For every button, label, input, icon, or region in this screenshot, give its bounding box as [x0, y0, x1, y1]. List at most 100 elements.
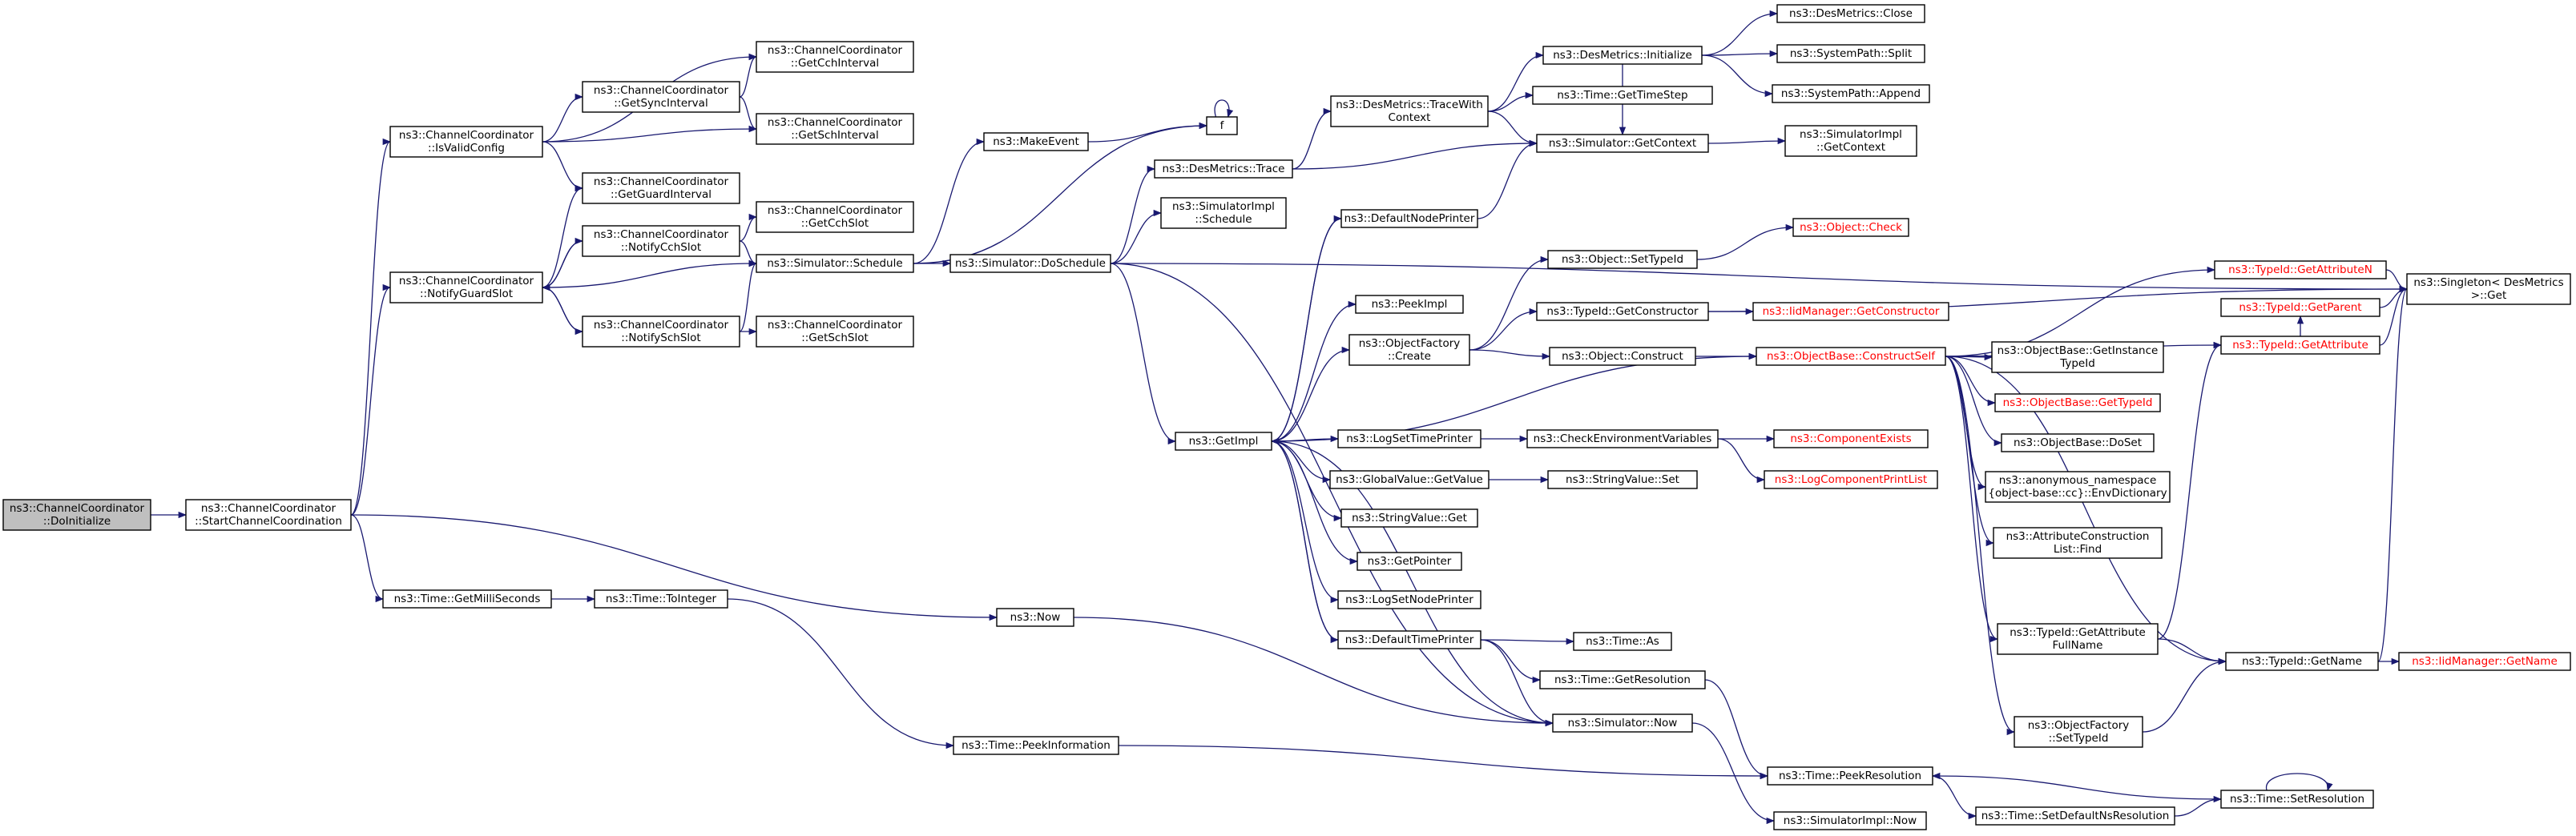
edge-n3-to-n9	[542, 141, 584, 192]
node-ns3-typeid-getparent[interactable]: ns3::TypeId::GetParent	[2220, 298, 2380, 317]
node-ns3-systempath-append[interactable]: ns3::SystemPath::Append	[1772, 84, 1930, 103]
edge-n51-to-n66	[1945, 356, 2227, 665]
node-ns3-simulatorimpl-schedule[interactable]: ns3::SimulatorImpl::Schedule	[1160, 197, 1287, 229]
node-ns3-stringvalue-get[interactable]: ns3::StringValue::Get	[1340, 508, 1478, 528]
node-ns3-channelcoordinator-notifycchslot[interactable]: ns3::ChannelCoordinator::NotifyCchSlot	[582, 225, 740, 257]
node-box	[1337, 590, 1482, 609]
node-ns3-object-settypeid[interactable]: ns3::Object::SetTypeId	[1547, 250, 1698, 269]
node-ns3-globalvalue-getvalue[interactable]: ns3::GlobalValue::GetValue	[1329, 470, 1490, 489]
node-ns3-channelcoordinator-getsyncinterval[interactable]: ns3::ChannelCoordinator::GetSyncInterval	[582, 81, 740, 113]
edge-n25-to-n36	[1477, 139, 1538, 219]
node-ns3-logsetnodeprinter[interactable]: ns3::LogSetNodePrinter	[1337, 590, 1482, 609]
node-label-line: ns3::ChannelCoordinator	[768, 116, 903, 129]
node-ns3-typeid-getattribute[interactable]: ns3::TypeId::GetAttribute	[2220, 336, 2380, 355]
node-ns3-objectbase-doset[interactable]: ns3::ObjectBase::DoSet	[2001, 433, 2155, 452]
node-ns3-stringvalue-set[interactable]: ns3::StringValue::Set	[1547, 470, 1698, 489]
node-label-line: ns3::AttributeConstruction	[2006, 530, 2150, 543]
node-label-line: ::NotifySchSlot	[621, 332, 700, 344]
node-ns3-desmetrics-trace[interactable]: ns3::DesMetrics::Trace	[1154, 159, 1293, 179]
node-box	[1547, 250, 1698, 269]
node-ns3-typeid-getconstructor[interactable]: ns3::TypeId::GetConstructor	[1536, 302, 1709, 321]
node-ns3-time-peekinformation[interactable]: ns3::Time::PeekInformation	[953, 736, 1119, 755]
node-ns3-objectfactory-settypeid[interactable]: ns3::ObjectFactory::SetTypeId	[2014, 716, 2143, 748]
node-ns3-channelcoordinator-getcchinterval[interactable]: ns3::ChannelCoordinator::GetCchInterval	[756, 41, 914, 73]
node-ns3-typeid-getname[interactable]: ns3::TypeId::GetName	[2225, 652, 2379, 671]
node-ns3-iidmanager-getname[interactable]: ns3::IidManager::GetName	[2398, 652, 2571, 671]
node-label-line: ns3::SimulatorImpl	[1172, 200, 1275, 213]
node-label-line: ns3::ObjectBase::ConstructSelf	[1767, 350, 1936, 363]
node-box	[1997, 623, 2159, 655]
node-ns3-getimpl[interactable]: ns3::GetImpl	[1175, 432, 1272, 451]
node-label-line: f	[1220, 119, 1225, 132]
node-label-line: Context	[1389, 111, 1431, 124]
node-label-line: ns3::Now	[1010, 611, 1061, 624]
node-ns3-typeid-getattributen[interactable]: ns3::TypeId::GetAttributeN	[2214, 260, 2387, 279]
edge-n22-to-n32	[1271, 440, 1340, 604]
node-ns3-simulatorimpl-now[interactable]: ns3::SimulatorImpl::Now	[1773, 811, 1927, 830]
node-ns3-objectbase-constructself[interactable]: ns3::ObjectBase::ConstructSelf	[1756, 347, 1946, 366]
node-ns3-makeevent[interactable]: ns3::MakeEvent	[983, 132, 1089, 151]
node-ns3-channelcoordinator-getschinterval[interactable]: ns3::ChannelCoordinator::GetSchInterval	[756, 113, 914, 145]
node-ns3-time-setresolution[interactable]: ns3::Time::SetResolution	[2220, 790, 2374, 809]
node-ns3-time-getresolution[interactable]: ns3::Time::GetResolution	[1539, 670, 1706, 689]
node-ns3-logcomponentprintlist[interactable]: ns3::LogComponentPrintList	[1764, 470, 1938, 489]
node-ns3-channelcoordinator-getcchslot[interactable]: ns3::ChannelCoordinator::GetCchSlot	[756, 201, 914, 233]
node-label-line: ::GetCchInterval	[791, 57, 879, 70]
node-label-line: ns3::TypeId::GetAttribute	[2010, 626, 2146, 639]
node-ns3-objectfactory-create[interactable]: ns3::ObjectFactory::Create	[1348, 334, 1470, 366]
node-label-line: ns3::DesMetrics::Trace	[1163, 163, 1285, 175]
edge-n33-to-n22	[1270, 437, 1339, 641]
node-ns3-singleton-desmetrics-get[interactable]: ns3::Singleton< DesMetrics>::Get	[2406, 273, 2571, 305]
edge-n54-to-n67	[1932, 775, 1977, 820]
node-ns3-defaulttimeprinter[interactable]: ns3::DefaultTimePrinter	[1337, 630, 1482, 649]
edge-n66-to-n69	[2377, 286, 2409, 662]
node-ns3-time-peekresolution[interactable]: ns3::Time::PeekResolution	[1767, 766, 1933, 786]
node-ns3-time-as[interactable]: ns3::Time::As	[1573, 632, 1672, 651]
node-ns3-systempath-split[interactable]: ns3::SystemPath::Split	[1776, 44, 1925, 63]
edge-n27-to-n38	[1469, 307, 1538, 351]
edge-n24-to-n36	[1487, 111, 1538, 147]
node-label-line: ns3::ChannelCoordinator	[594, 228, 729, 241]
node-ns3-simulator-now[interactable]: ns3::Simulator::Now	[1552, 713, 1693, 733]
node-ns3-channelcoordinator-getschslot[interactable]: ns3::ChannelCoordinator::GetSchSlot	[756, 316, 914, 348]
node-box	[1340, 508, 1478, 528]
edge-n14-to-n18	[727, 598, 955, 750]
node-label-line: ns3::StringValue::Get	[1352, 512, 1467, 525]
node-ns3-logsettimeprinter[interactable]: ns3::LogSetTimePrinter	[1337, 429, 1482, 448]
node-f[interactable]: f	[1206, 116, 1238, 135]
node-ns3-object-construct[interactable]: ns3::Object::Construct	[1549, 347, 1696, 366]
node-ns3-simulator-getcontext[interactable]: ns3::Simulator::GetContext	[1536, 134, 1709, 153]
node-ns3-defaultnodeprinter[interactable]: ns3::DefaultNodePrinter	[1340, 209, 1478, 228]
node-ns3-checkenvironmentvariables[interactable]: ns3::CheckEnvironmentVariables	[1526, 429, 1719, 448]
node-ns3-componentexists[interactable]: ns3::ComponentExists	[1773, 429, 1929, 448]
node-ns3-time-setdefaultnsresolution[interactable]: ns3::Time::SetDefaultNsResolution	[1975, 806, 2175, 826]
node-ns3-iidmanager-getconstructor[interactable]: ns3::IidManager::GetConstructor	[1752, 302, 1949, 321]
node-ns3-desmetrics-close[interactable]: ns3::DesMetrics::Close	[1776, 4, 1925, 23]
node-box	[1792, 218, 1909, 237]
node-ns3-getpointer[interactable]: ns3::GetPointer	[1357, 552, 1462, 571]
node-ns3-simulator-schedule[interactable]: ns3::Simulator::Schedule	[756, 254, 914, 273]
edge-n68-to-n68	[2266, 773, 2333, 792]
node-ns3-desmetrics-initialize[interactable]: ns3::DesMetrics::Initialize	[1542, 46, 1703, 65]
node-ns3-time-gettimestep[interactable]: ns3::Time::GetTimeStep	[1532, 86, 1713, 105]
node-ns3-peekimpl[interactable]: ns3::PeekImpl	[1355, 295, 1464, 314]
node-ns3-objectbase-gettypeid[interactable]: ns3::ObjectBase::GetTypeId	[1994, 393, 2161, 412]
edge-n63-to-n69	[2385, 269, 2409, 293]
node-ns3-channelcoordinator-isvalidconfig[interactable]: ns3::ChannelCoordinator::IsValidConfig	[389, 126, 543, 158]
node-ns3-channelcoordinator-notifyschslot[interactable]: ns3::ChannelCoordinator::NotifySchSlot	[582, 316, 740, 348]
node-ns3-channelcoordinator-doinitialize[interactable]: ns3::ChannelCoordinator::DoInitialize	[2, 499, 151, 531]
node-ns3-anonymous-namespace-object-base-cc-envdictionary[interactable]: ns3::anonymous_namespace{object-base::cc…	[1985, 471, 2171, 503]
node-ns3-channelcoordinator-getguardinterval[interactable]: ns3::ChannelCoordinator::GetGuardInterva…	[582, 172, 740, 204]
node-ns3-channelcoordinator-notifyguardslot[interactable]: ns3::ChannelCoordinator::NotifyGuardSlot	[389, 271, 543, 303]
node-ns3-now[interactable]: ns3::Now	[996, 608, 1074, 627]
node-ns3-simulatorimpl-getcontext[interactable]: ns3::SimulatorImpl::GetContext	[1784, 125, 1917, 157]
node-ns3-channelcoordinator-startchannelcoordination[interactable]: ns3::ChannelCoordinator::StartChannelCoo…	[185, 499, 352, 531]
node-ns3-time-getmilliseconds[interactable]: ns3::Time::GetMilliSeconds	[382, 589, 552, 609]
node-ns3-simulator-doschedule[interactable]: ns3::Simulator::DoSchedule	[949, 254, 1111, 273]
node-ns3-time-tointeger[interactable]: ns3::Time::ToInteger	[594, 589, 728, 609]
node-ns3-object-check[interactable]: ns3::Object::Check	[1792, 218, 1909, 237]
